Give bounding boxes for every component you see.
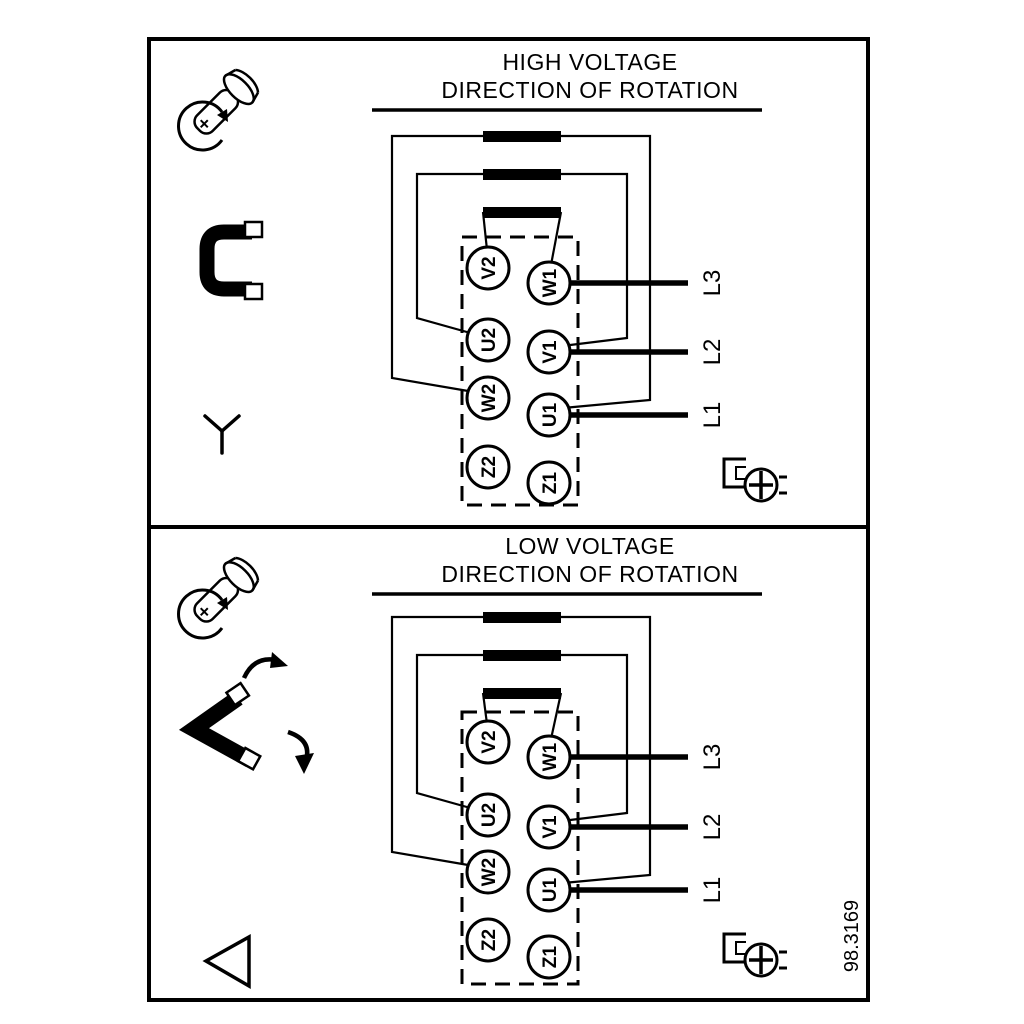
- jumper-bar: [483, 207, 561, 218]
- svg-text:V1: V1: [540, 815, 561, 839]
- svg-text:U1: U1: [540, 877, 561, 902]
- terminal-v2: V2: [465, 719, 511, 765]
- svg-text:W1: W1: [540, 268, 561, 297]
- terminal-z1: Z1: [526, 934, 572, 980]
- panel-title-line1: HIGH VOLTAGE: [502, 49, 677, 75]
- terminal-z1: Z1: [526, 460, 572, 506]
- panel-high-voltage: HIGH VOLTAGE DIRECTION OF ROTATION L3 L2…: [147, 37, 870, 529]
- delta-jumper-rearrange-icon: [178, 652, 314, 774]
- svg-text:U1: U1: [540, 402, 561, 427]
- jumper-bridge-icon: [199, 220, 264, 301]
- terminal-w2: W2: [465, 375, 511, 421]
- svg-text:W2: W2: [479, 384, 500, 413]
- svg-text:Z2: Z2: [479, 456, 500, 478]
- supply-label-l2: L2: [699, 814, 726, 841]
- panel-title-line2: DIRECTION OF ROTATION: [441, 561, 738, 587]
- terminals: V2 U2 W2 Z2 W1 V1: [465, 245, 572, 506]
- jumper-bars: [483, 131, 561, 218]
- svg-text:U2: U2: [479, 328, 500, 352]
- jumper-bars: [483, 612, 561, 699]
- supply-label-l3: L3: [699, 270, 726, 297]
- supply-lines: L3 L2 L1: [566, 744, 726, 904]
- svg-text:V1: V1: [540, 340, 561, 364]
- panel-low-voltage: LOW VOLTAGE DIRECTION OF ROTATION L3 L2 …: [147, 525, 870, 1002]
- terminal-v2: V2: [465, 245, 511, 291]
- terminal-screw-icon: [722, 932, 787, 978]
- terminal-u2: U2: [465, 792, 511, 838]
- svg-text:V2: V2: [479, 256, 500, 279]
- supply-label-l2: L2: [699, 339, 726, 366]
- terminal-u1: U1: [526, 867, 572, 913]
- star-connection-icon: [203, 414, 241, 455]
- screw-rotation-icon: [177, 556, 260, 640]
- supply-label-l1: L1: [699, 402, 726, 429]
- terminals: V2 U2 W2 Z2 W1 V1: [465, 719, 572, 980]
- terminal-u1: U1: [526, 392, 572, 438]
- delta-connection-icon: [202, 934, 251, 990]
- svg-text:V2: V2: [479, 730, 500, 753]
- jumper-wiring: [390, 134, 652, 410]
- panel-title-line2: DIRECTION OF ROTATION: [441, 77, 738, 103]
- terminal-screw-icon: [722, 457, 787, 503]
- jumper-bar: [483, 169, 561, 180]
- terminal-v1: V1: [526, 329, 572, 375]
- jumper-bar: [483, 650, 561, 661]
- jumper-bar: [483, 131, 561, 142]
- svg-text:Z1: Z1: [540, 471, 561, 494]
- terminal-z2: Z2: [465, 444, 511, 490]
- supply-label-l3: L3: [699, 744, 726, 771]
- terminal-board-outline: [460, 235, 580, 507]
- jumper-bar: [483, 612, 561, 623]
- supply-lines: L3 L2 L1: [566, 270, 726, 429]
- terminal-z2: Z2: [465, 917, 511, 963]
- svg-text:Z2: Z2: [479, 929, 500, 951]
- supply-label-l1: L1: [699, 877, 726, 904]
- terminal-v1: V1: [526, 804, 572, 850]
- svg-text:W2: W2: [479, 858, 500, 887]
- jumper-wiring: [390, 615, 652, 885]
- terminal-u2: U2: [465, 317, 511, 363]
- svg-text:W1: W1: [540, 742, 561, 771]
- panel-border: [147, 525, 870, 1002]
- screw-rotation-icon: [177, 68, 260, 152]
- terminal-w2: W2: [465, 849, 511, 895]
- jumper-bar: [483, 688, 561, 699]
- terminal-w1: W1: [526, 734, 572, 780]
- terminal-board-outline: [460, 710, 580, 986]
- figure-number: 98.3169: [841, 900, 863, 972]
- svg-text:U2: U2: [479, 803, 500, 827]
- svg-text:Z1: Z1: [540, 945, 561, 968]
- terminal-w1: W1: [526, 260, 572, 306]
- panel-title-line1: LOW VOLTAGE: [505, 533, 675, 559]
